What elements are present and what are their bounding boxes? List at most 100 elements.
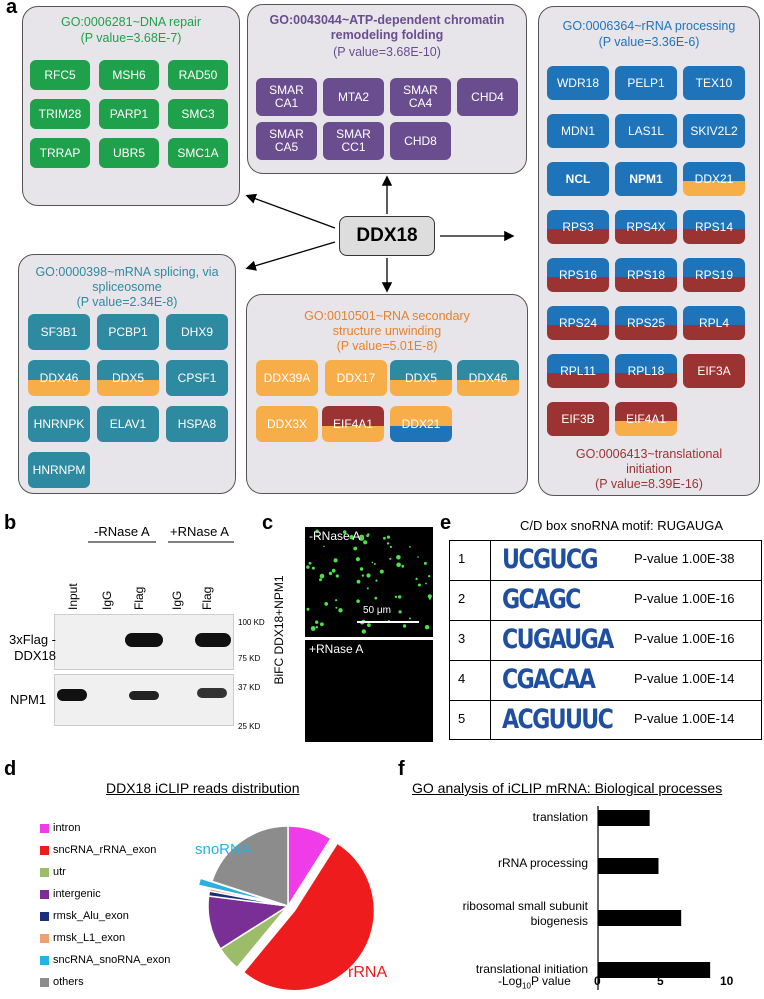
gene-label: RPL11 (560, 363, 596, 378)
gene-dhx9: DHX9 (166, 314, 228, 350)
kd-37: 37 KD (238, 683, 261, 692)
green-dot (319, 573, 325, 579)
gene-label: SMAR CC1 (336, 127, 371, 154)
gene-rps4x: RPS4X (615, 210, 677, 244)
gene-label: NPM1 (629, 171, 663, 186)
gene-smarca1: SMAR CA1 (256, 78, 317, 116)
pie-annotation-rrna: rRNA (348, 964, 388, 981)
gene-label: RPS4X (626, 219, 666, 234)
pie-legend-item: intron (40, 822, 81, 834)
legend-label: rmsk_Alu_exon (53, 910, 129, 922)
panel-letter-b: b (4, 512, 17, 534)
bar-chart (597, 806, 711, 990)
bar-1 (598, 858, 659, 874)
motif-pvalue: P-value 1.00E-14 (634, 711, 735, 726)
go-rrna-title: GO:0006364~rRNA processing (562, 19, 736, 33)
legend-label: others (53, 976, 84, 988)
green-dot (428, 597, 431, 600)
green-dot (394, 595, 398, 598)
network-arrows (245, 175, 515, 293)
motif-logo: CGACAA (502, 664, 596, 695)
gene-trim28: TRIM28 (30, 99, 90, 129)
motif-number: 4 (458, 671, 466, 686)
go-mrna-title: GO:0000398~mRNA splicing, via spliceosom… (35, 265, 219, 294)
gene-label: DDX3X (266, 416, 307, 431)
gene-rps16: RPS16 (547, 258, 609, 292)
panel-letter-e: e (440, 512, 452, 534)
gene-smc1a: SMC1A (168, 138, 228, 168)
gene-label: LAS1L (627, 123, 665, 138)
gene-label: TEX10 (695, 75, 733, 90)
green-dot (316, 535, 319, 538)
gene-label: MTA2 (337, 89, 370, 104)
motif-logo: UCGUCG (502, 544, 599, 575)
lane-input: Input (66, 583, 80, 610)
green-dot (425, 582, 427, 585)
gene-rps24: RPS24 (547, 306, 609, 340)
green-dot (359, 567, 364, 571)
gene-label: EIF4A1 (625, 411, 667, 426)
gene-hnrnpk: HNRNPK (28, 406, 90, 442)
gene-rpl18: RPL18 (615, 354, 677, 388)
green-dot (335, 606, 338, 609)
legend-swatch (40, 867, 49, 877)
green-dot (324, 602, 329, 606)
bifc-plus-label: +RNase A (309, 642, 364, 656)
gene-rps18: RPS18 (615, 258, 677, 292)
green-dot (417, 583, 421, 587)
gene-hnrnpm: HNRNPM (28, 452, 90, 488)
gene-label: NCL (565, 171, 591, 186)
pie-legend-item: rmsk_Alu_exon (40, 910, 129, 922)
bifc-image-plus: +RNase A (305, 640, 433, 742)
gene-label: RPS25 (626, 315, 666, 330)
go-translational-pvalue: (P value=8.39E-16) (595, 477, 703, 491)
legend-label: sncRNA_snoRNA_exon (53, 954, 171, 966)
gene-label: HSPA8 (177, 416, 217, 431)
motif-pvalue: P-value 1.00E-16 (634, 631, 735, 646)
panel-letter-f: f (398, 758, 405, 780)
motif-pvalue: P-value 1.00E-38 (634, 551, 735, 566)
gene-label: MDN1 (560, 123, 595, 138)
gene-label: RFC5 (44, 67, 76, 82)
green-dot (396, 555, 401, 560)
blot-strip-ddx18 (54, 614, 234, 670)
gene-ddx5: DDX5 (97, 360, 159, 396)
blot-plus-rnase: +RNase A (170, 524, 229, 539)
bar-0 (598, 810, 650, 826)
green-dot (402, 624, 407, 628)
gene-skiv2l2: SKIV2L2 (683, 114, 745, 148)
green-dot (389, 557, 392, 560)
kd-75: 75 KD (238, 654, 261, 663)
green-dot (361, 629, 366, 634)
green-dot (427, 594, 432, 599)
gene-label: MSH6 (112, 67, 146, 82)
gene-label: RPS18 (626, 267, 666, 282)
gene-mdn1: MDN1 (547, 114, 609, 148)
green-dot (396, 562, 401, 568)
go-mrna-pvalue: (P value=2.34E-8) (76, 295, 178, 309)
gene-label: CHD4 (471, 89, 504, 104)
go-chromatin-title: GO:0043044~ATP-dependent chromatin remod… (269, 13, 505, 42)
bar-category-label: rRNA processing (497, 856, 588, 870)
motif-logo: ACGUUUC (502, 704, 614, 735)
gene-label: RPS24 (558, 315, 598, 330)
gene-chd4: CHD4 (457, 78, 518, 116)
gene-label: TRIM28 (38, 106, 82, 121)
gene-label: CPSF1 (177, 370, 217, 385)
gene-label: HNRNPM (32, 462, 86, 477)
motif-number: 2 (458, 591, 466, 606)
gene-label: DDX21 (401, 416, 441, 431)
gene-eif4a1: EIF4A1 (615, 402, 677, 436)
green-dot (409, 546, 411, 548)
pie-legend-item: rmsk_L1_exon (40, 932, 125, 944)
green-dot (338, 608, 343, 613)
green-dot (366, 534, 369, 538)
green-dot (375, 579, 378, 582)
gene-label: SMC3 (181, 106, 215, 121)
legend-swatch (40, 911, 49, 921)
blot-lane-lines (88, 541, 234, 543)
gene-label: UBR5 (112, 145, 145, 160)
gene-rpl4: RPL4 (683, 306, 745, 340)
green-dot (349, 535, 354, 540)
green-dot (363, 540, 368, 545)
